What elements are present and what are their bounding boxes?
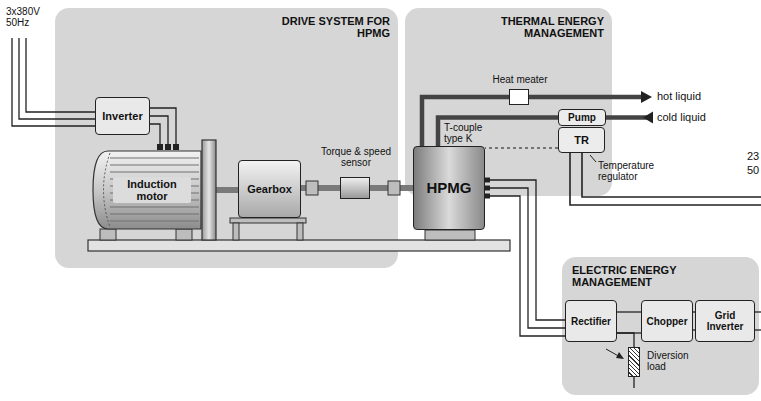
cooling-fin bbox=[110, 221, 199, 222]
electric-panel-ground bbox=[562, 257, 759, 395]
grid-wires bbox=[12, 38, 761, 388]
cooling-fin bbox=[110, 214, 199, 215]
node-label: Pump bbox=[568, 112, 596, 123]
leader-line bbox=[590, 155, 596, 162]
panel-title: THERMAL ENERGY MANAGEMENT bbox=[474, 15, 604, 39]
annotation-label: 23 bbox=[747, 150, 759, 162]
wire-connector bbox=[485, 188, 565, 328]
node-label: Chopper bbox=[646, 316, 687, 327]
process-box: Rectifier bbox=[565, 300, 617, 342]
terminal bbox=[157, 144, 163, 150]
grid-wire bbox=[19, 38, 95, 119]
generator-foot bbox=[425, 230, 475, 240]
panel-title: DRIVE SYSTEM FOR HPMG bbox=[260, 15, 390, 39]
gearbox-stand bbox=[230, 218, 306, 223]
sensor-box: Torque & speed sensor bbox=[340, 177, 370, 199]
variable-arrowhead bbox=[616, 352, 624, 359]
wire-connector bbox=[617, 333, 634, 347]
node-label: Torque & speed sensor bbox=[309, 146, 403, 168]
wire-connector bbox=[617, 311, 641, 312]
dash-connector bbox=[485, 147, 558, 148]
node-label: HPMG bbox=[427, 180, 472, 197]
pipe-connector bbox=[422, 97, 509, 146]
grid-wire bbox=[26, 38, 95, 112]
process-box: Inverter bbox=[95, 97, 150, 135]
gearbox-stand-leg bbox=[233, 223, 239, 240]
gearbox-stand-leg bbox=[297, 223, 303, 240]
terminal bbox=[485, 194, 490, 199]
node-label: Heat meater bbox=[485, 74, 555, 85]
node-label: TR bbox=[574, 134, 589, 146]
terminal bbox=[173, 144, 179, 150]
motor-foot bbox=[176, 229, 192, 240]
cooling-fin bbox=[110, 172, 199, 173]
pipe-connector bbox=[438, 118, 558, 147]
motor-housing bbox=[93, 151, 201, 229]
generator-wire bbox=[485, 196, 565, 336]
resistor-symbol: Diversion load bbox=[628, 347, 640, 377]
node-label: Inverter bbox=[102, 110, 142, 122]
cooling-fin bbox=[110, 165, 199, 166]
motor-wire bbox=[150, 108, 176, 150]
resistor-lead bbox=[633, 377, 634, 388]
fan-cover bbox=[104, 153, 111, 227]
cooling-fin bbox=[110, 158, 199, 159]
shaft-coupling bbox=[306, 181, 318, 195]
gearbox-box: Gearbox bbox=[238, 160, 301, 218]
grid-wire bbox=[12, 38, 95, 126]
annotation-label: cold liquid bbox=[657, 111, 706, 123]
hot-pipe bbox=[529, 95, 642, 100]
process-box: Chopper bbox=[641, 300, 692, 342]
system-panel: ELECTRIC ENERGY MANAGEMENT RectifierDiver… bbox=[562, 257, 759, 395]
shaft-coupling bbox=[388, 181, 400, 195]
terminal bbox=[485, 178, 490, 183]
node-label: Induction motor bbox=[113, 177, 191, 203]
node-label: Diversion load bbox=[647, 350, 702, 372]
motor-body: Induction motor bbox=[92, 150, 202, 230]
pipe-arrowhead bbox=[641, 91, 652, 103]
annotation-label: 3x380V 50Hz bbox=[6, 6, 58, 28]
process-box: Grid Inverter bbox=[695, 300, 755, 342]
node-label: Grid Inverter bbox=[696, 310, 754, 332]
motor-flange bbox=[202, 140, 216, 240]
meter-box: Heat meater bbox=[509, 89, 529, 105]
regulator-supply-wire bbox=[570, 153, 761, 205]
terminal bbox=[485, 186, 490, 191]
annotation-label: Temperature regulator bbox=[598, 160, 670, 182]
drive-panel-ground bbox=[55, 8, 398, 268]
annotation-label: T-couple type K bbox=[444, 122, 498, 144]
generator-box: HPMG bbox=[413, 146, 485, 230]
panel-title: ELECTRIC ENERGY MANAGEMENT bbox=[572, 264, 692, 288]
terminal bbox=[165, 144, 171, 150]
cooling-fin bbox=[110, 207, 199, 208]
pipe-arrowhead bbox=[643, 112, 653, 124]
regulator-box: TR bbox=[558, 127, 605, 153]
motor-foot bbox=[100, 229, 116, 240]
node-label: Rectifier bbox=[571, 316, 611, 327]
annotation-label: 50 bbox=[747, 164, 759, 176]
regulator-supply-wire bbox=[582, 153, 761, 197]
pump-box: Pump bbox=[558, 109, 606, 126]
base-plate bbox=[88, 240, 510, 251]
node-label: Gearbox bbox=[247, 183, 292, 195]
system-panel: DRIVE SYSTEM FOR HPMG InverterInduction m… bbox=[55, 8, 398, 268]
annotation-label: hot liquid bbox=[657, 90, 701, 102]
